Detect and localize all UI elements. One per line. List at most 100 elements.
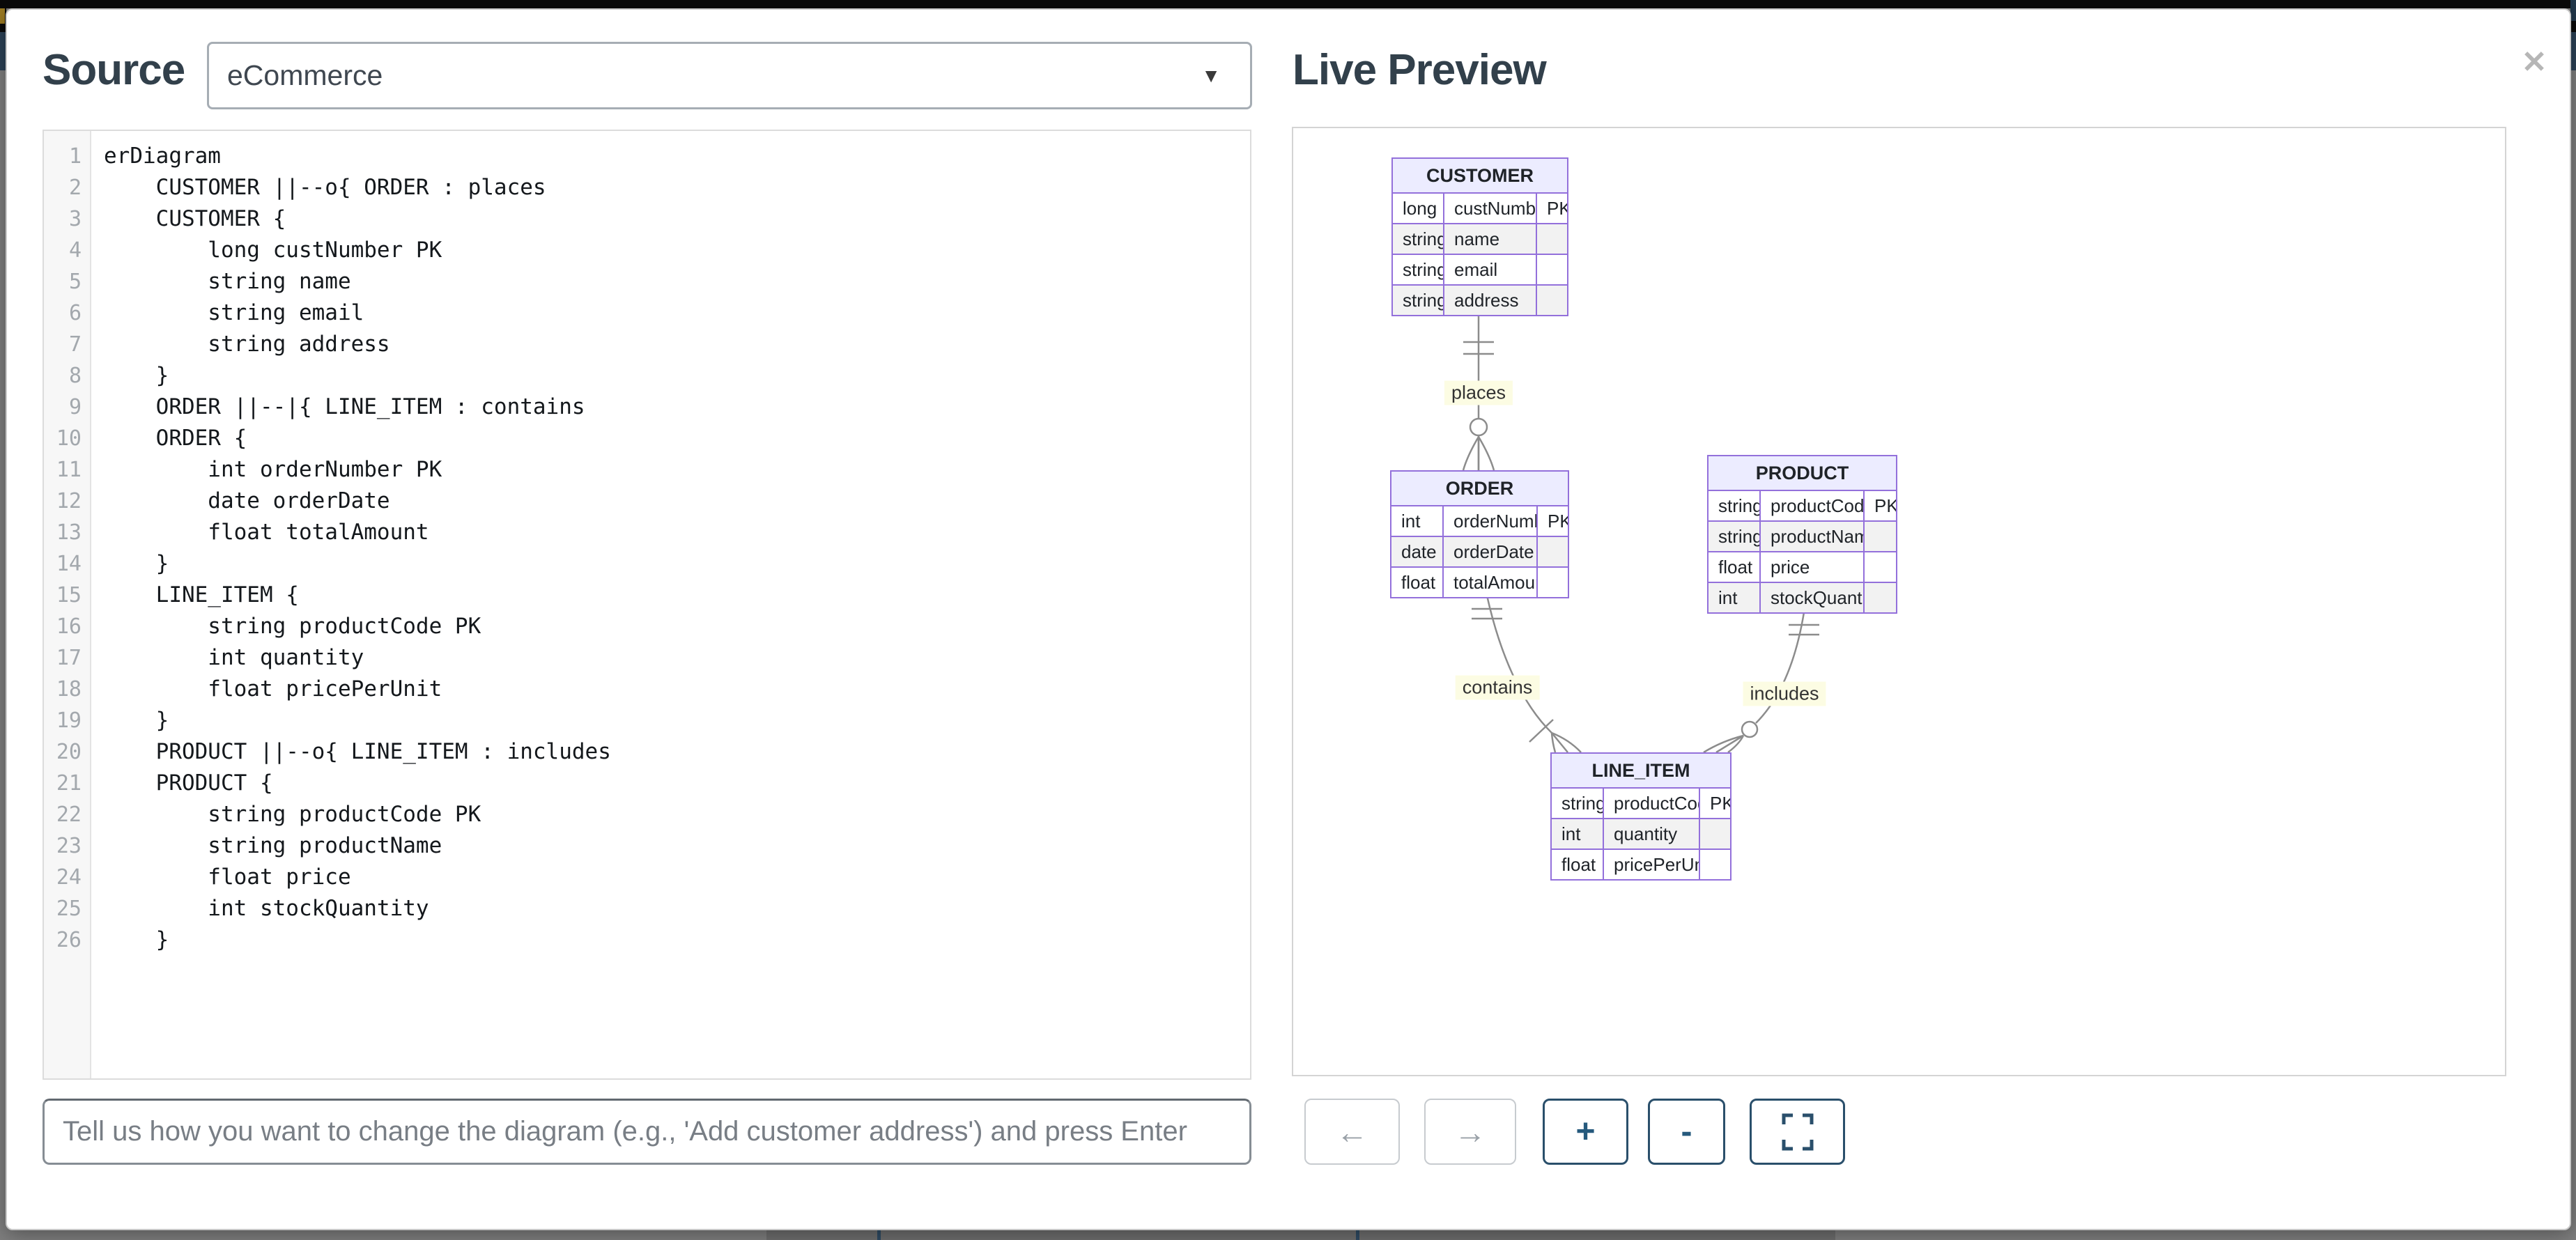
backdrop-fragment [2570, 21, 2576, 32]
code-line: } [104, 551, 169, 576]
diagram-change-input[interactable] [43, 1099, 1251, 1165]
line-number: 12 [56, 489, 82, 513]
line-number: 8 [68, 364, 82, 388]
line-number: 20 [56, 740, 82, 764]
code-line: string email [104, 300, 364, 325]
code-line: string productCode PK [104, 614, 481, 639]
code-line: string productName [104, 833, 442, 858]
code-line: date orderDate [104, 488, 390, 513]
code-line: long custNumber PK [104, 238, 442, 263]
entity-customer: CUSTOMERlongcustNumberPKstringnamestring… [1391, 157, 1568, 316]
left-arrow-icon: ← [1336, 1113, 1368, 1150]
line-number: 10 [56, 426, 82, 451]
code-line: string productCode PK [104, 802, 481, 827]
line-number: 14 [56, 552, 82, 576]
backdrop-fragment [2570, 0, 2576, 21]
line-number: 2 [68, 176, 82, 200]
attribute-type-cell: int [1552, 818, 1603, 848]
attribute-name-cell: pricePerUnit [1603, 848, 1699, 879]
close-button[interactable]: ✕ [2510, 38, 2559, 86]
attribute-key-cell [1536, 284, 1567, 315]
line-number: 6 [68, 301, 82, 325]
attribute-name-cell: quantity [1603, 818, 1699, 848]
attribute-name-cell: stockQuantity [1759, 582, 1863, 612]
redo-button[interactable]: → [1424, 1099, 1516, 1165]
code-line: CUSTOMER { [104, 206, 286, 231]
backdrop-fragment [877, 1230, 881, 1240]
example-dropdown-value: eCommerce [227, 59, 383, 91]
code-content[interactable]: erDiagram CUSTOMER ||--o{ ORDER : places… [91, 131, 1250, 1078]
attribute-key-cell [1536, 536, 1568, 566]
line-number: 3 [68, 207, 82, 231]
example-dropdown[interactable]: eCommerce ▼ [207, 42, 1252, 109]
attribute-type-cell: string [1393, 284, 1443, 315]
attribute-type-cell: string [1709, 490, 1759, 520]
code-line: } [104, 708, 169, 733]
attribute-type-cell: string [1709, 520, 1759, 551]
attribute-type-cell: string [1552, 787, 1603, 818]
live-preview-title: Live Preview [1293, 46, 1547, 94]
attribute-type-cell: float [1391, 566, 1442, 597]
attribute-name-cell: productCode [1603, 787, 1699, 818]
source-panel-title: Source [43, 46, 185, 94]
zoom-out-button[interactable]: - [1648, 1099, 1725, 1165]
code-line: ORDER { [104, 426, 247, 451]
line-number: 4 [68, 238, 82, 263]
attribute-key-cell: PK [1536, 192, 1567, 223]
attribute-key-cell: PK [1863, 490, 1896, 520]
code-line: erDiagram [104, 144, 221, 169]
line-number: 24 [56, 865, 82, 890]
code-line: } [104, 927, 169, 952]
line-number: 1 [68, 144, 82, 169]
plus-icon: + [1575, 1113, 1596, 1150]
attribute-name-cell: price [1759, 551, 1863, 582]
attribute-type-cell: float [1552, 848, 1603, 879]
code-line: ORDER ||--|{ LINE_ITEM : contains [104, 394, 585, 419]
attribute-name-cell: productCode [1759, 490, 1863, 520]
zoom-in-button[interactable]: + [1543, 1099, 1628, 1165]
relationship-label-places: places [1444, 380, 1513, 405]
entity-name: CUSTOMER [1393, 159, 1567, 192]
right-arrow-icon: → [1454, 1113, 1486, 1150]
backdrop-fragment [2570, 32, 2576, 70]
attribute-key-cell [1863, 520, 1896, 551]
fullscreen-icon [1782, 1113, 1813, 1150]
line-number: 22 [56, 803, 82, 827]
entity-name: ORDER [1391, 472, 1568, 505]
line-number: 9 [68, 395, 82, 419]
attribute-name-cell: custNumber [1443, 192, 1536, 223]
backdrop-fragment [0, 8, 5, 24]
attribute-name-cell: totalAmount [1442, 566, 1536, 597]
code-line: } [104, 363, 169, 388]
attribute-name-cell: email [1443, 254, 1536, 284]
line-number: 18 [56, 677, 82, 702]
attribute-type-cell: long [1393, 192, 1443, 223]
relationship-label-contains: contains [1455, 675, 1540, 700]
attribute-type-cell: int [1709, 582, 1759, 612]
line-number: 23 [56, 834, 82, 858]
backdrop-bottom-bar [766, 1230, 1835, 1240]
undo-button[interactable]: ← [1304, 1099, 1400, 1165]
code-line: float price [104, 865, 351, 890]
entity-order: ORDERintorderNumberPKdateorderDatefloatt… [1390, 470, 1569, 598]
attribute-name-cell: productName [1759, 520, 1863, 551]
attribute-type-cell: float [1709, 551, 1759, 582]
line-number: 26 [56, 928, 82, 952]
line-number: 15 [56, 583, 82, 607]
fullscreen-button[interactable] [1750, 1099, 1845, 1165]
preview-canvas[interactable]: CUSTOMERlongcustNumberPKstringnamestring… [1292, 127, 2506, 1076]
entity-name: LINE_ITEM [1552, 754, 1730, 787]
attribute-name-cell: address [1443, 284, 1536, 315]
line-number: 25 [56, 897, 82, 921]
